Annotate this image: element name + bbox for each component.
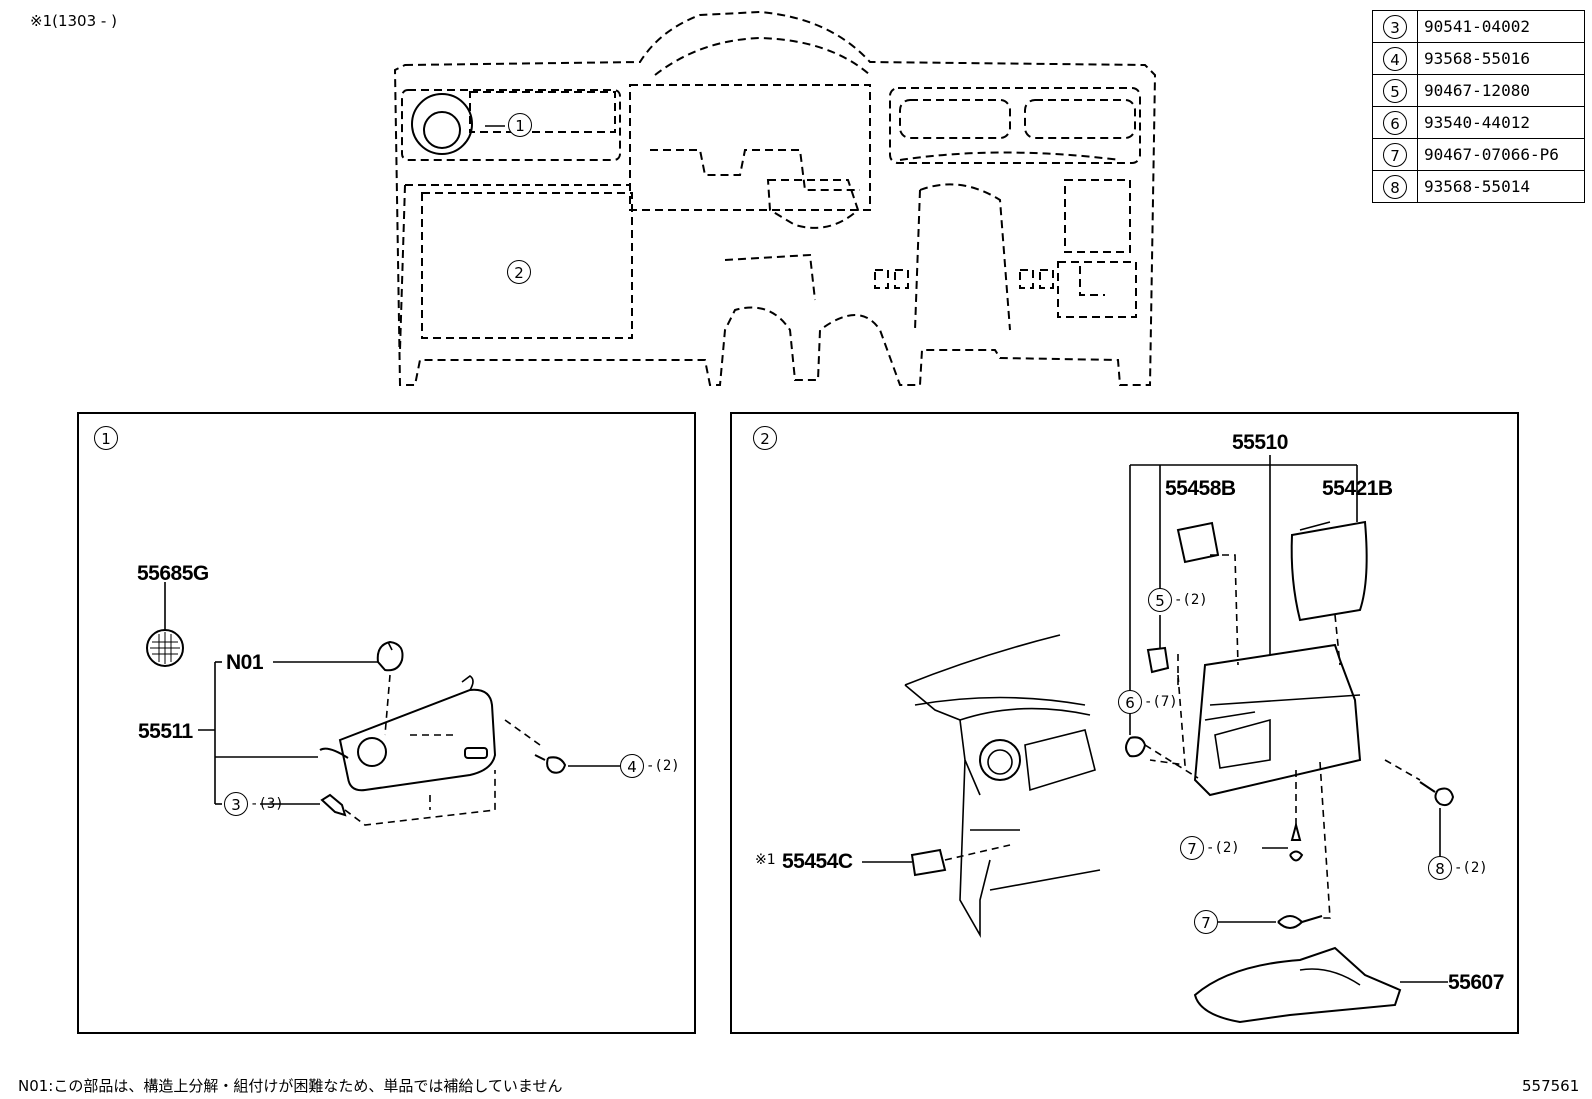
callout-2-overview: 2: [507, 260, 531, 284]
part-number: 90541-04002: [1417, 10, 1585, 43]
quantity-8: -(2): [1454, 860, 1488, 876]
quantity-7a: -(2): [1206, 840, 1240, 856]
callout-7b: 7: [1194, 910, 1218, 934]
applicability-mark: ※1: [755, 852, 776, 868]
quantity-4: -(2): [646, 758, 680, 774]
quantity-5: -(2): [1174, 592, 1208, 608]
table-row: 6 93540-44012: [1372, 106, 1585, 139]
part-label-55421B: 55421B: [1322, 477, 1393, 500]
dashboard-overview: [393, 10, 1157, 386]
part-number: 93540-44012: [1417, 106, 1585, 139]
part-label-55510: 55510: [1232, 431, 1288, 454]
lid-small: [1176, 521, 1220, 564]
bolt-icon: [1125, 736, 1147, 758]
tray-icon: [1193, 946, 1402, 1024]
panel-2-title: 2: [753, 426, 777, 450]
panel-2-border: [730, 412, 1519, 1034]
grille-mesh-icon: [150, 632, 180, 664]
part-number: 90467-07066-P6: [1417, 138, 1585, 171]
pin-icon: [1277, 915, 1323, 929]
part-label-55458B: 55458B: [1165, 477, 1236, 500]
panel-1-title: 1: [94, 426, 118, 450]
footer-note: N01:この部品は、構造上分解・組付けが困難なため、単品では補給していません: [18, 1077, 563, 1095]
part-label-55685G: 55685G: [137, 562, 209, 585]
table-row: 8 93568-55014: [1372, 170, 1585, 203]
header-note: ※1(1303 - ): [30, 12, 117, 30]
callout-8: 8: [1428, 856, 1452, 880]
grille-icon: [146, 629, 184, 667]
bolt-icon: [534, 754, 567, 774]
pad-icon: [910, 848, 947, 877]
callout-3: 3: [224, 792, 248, 816]
part-label-55454C: 55454C: [782, 850, 853, 873]
callout-number: 5: [1383, 78, 1407, 103]
quantity-6: -(7): [1144, 694, 1178, 710]
callout-7a: 7: [1180, 836, 1204, 860]
part-number: 90467-12080: [1417, 74, 1585, 107]
panel-2-drawing: [862, 455, 1455, 1024]
callout-number: 7: [1383, 142, 1407, 167]
part-number: 93568-55014: [1417, 170, 1585, 203]
screw-icon: [320, 793, 347, 817]
knob-icon: [376, 640, 404, 672]
callout-number: 3: [1383, 14, 1407, 39]
clip-icon: [1146, 646, 1170, 674]
pin-icon: [1289, 821, 1304, 862]
panel-1-drawing: [146, 582, 620, 826]
glovebox: [1193, 643, 1362, 797]
vent-icon: [411, 93, 473, 155]
table-row: 3 90541-04002: [1372, 10, 1585, 43]
callout-1-overview: 1: [508, 113, 532, 137]
callout-number: 6: [1383, 110, 1407, 135]
lid-large: [1290, 520, 1368, 622]
callout-4: 4: [620, 754, 644, 778]
callout-number: 8: [1383, 174, 1407, 199]
callout-number: 4: [1383, 46, 1407, 71]
quantity-3: -(3): [250, 796, 284, 812]
screw-icon: [1419, 781, 1455, 807]
part-label-N01: N01: [226, 651, 264, 674]
callout-5: 5: [1148, 588, 1172, 612]
part-label-55511: 55511: [138, 720, 193, 743]
part-label-55607: 55607: [1448, 971, 1504, 994]
panel-1-border: [77, 412, 696, 1034]
panel-body: [338, 688, 497, 792]
table-row: 7 90467-07066-P6: [1372, 138, 1585, 171]
callout-6: 6: [1118, 690, 1142, 714]
diagram-id: 557561: [1522, 1077, 1580, 1095]
table-row: 5 90467-12080: [1372, 74, 1585, 107]
